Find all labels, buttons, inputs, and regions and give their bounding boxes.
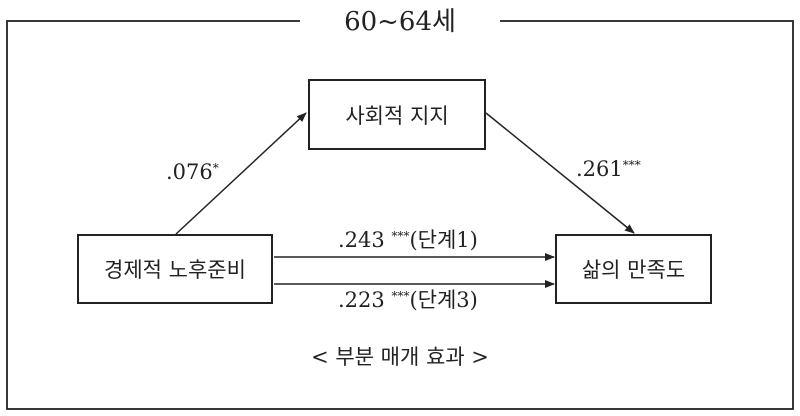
- path-a-coefficient: .076*: [166, 160, 219, 184]
- path-c-step1-suffix: (단계1): [409, 228, 478, 252]
- path-c-step1-coefficient: .243 ***(단계1): [338, 228, 478, 252]
- diagram-caption: < 부분 매개 효과 >: [311, 345, 489, 369]
- path-c-step1-significance: ***: [391, 229, 410, 243]
- dependent-variable-box: 삶의 만족도: [555, 234, 712, 304]
- path-b-value: .261: [576, 157, 623, 181]
- arrow-a-independent-to-mediator: [175, 112, 307, 235]
- path-b-coefficient: .261***: [576, 157, 641, 181]
- arrow-b-mediator-to-dependent: [485, 112, 635, 234]
- path-c-step3-value: .223: [338, 288, 392, 312]
- mediator-box: 사회적 지지: [308, 79, 486, 150]
- diagram-title: 60~64세: [300, 2, 500, 42]
- independent-variable-label: 경제적 노후준비: [104, 258, 246, 282]
- path-a-value: .076: [166, 160, 213, 184]
- path-c-step3-suffix: (단계3): [409, 288, 478, 312]
- independent-variable-box: 경제적 노후준비: [77, 234, 273, 304]
- path-c-step3-coefficient: .223 ***(단계3): [338, 288, 478, 312]
- path-a-significance: *: [212, 161, 219, 175]
- dependent-variable-label: 삶의 만족도: [581, 258, 686, 282]
- path-c-step1-value: .243: [338, 228, 392, 252]
- path-c-step3-significance: ***: [391, 289, 410, 303]
- path-b-significance: ***: [622, 158, 641, 172]
- mediator-label: 사회적 지지: [345, 103, 449, 128]
